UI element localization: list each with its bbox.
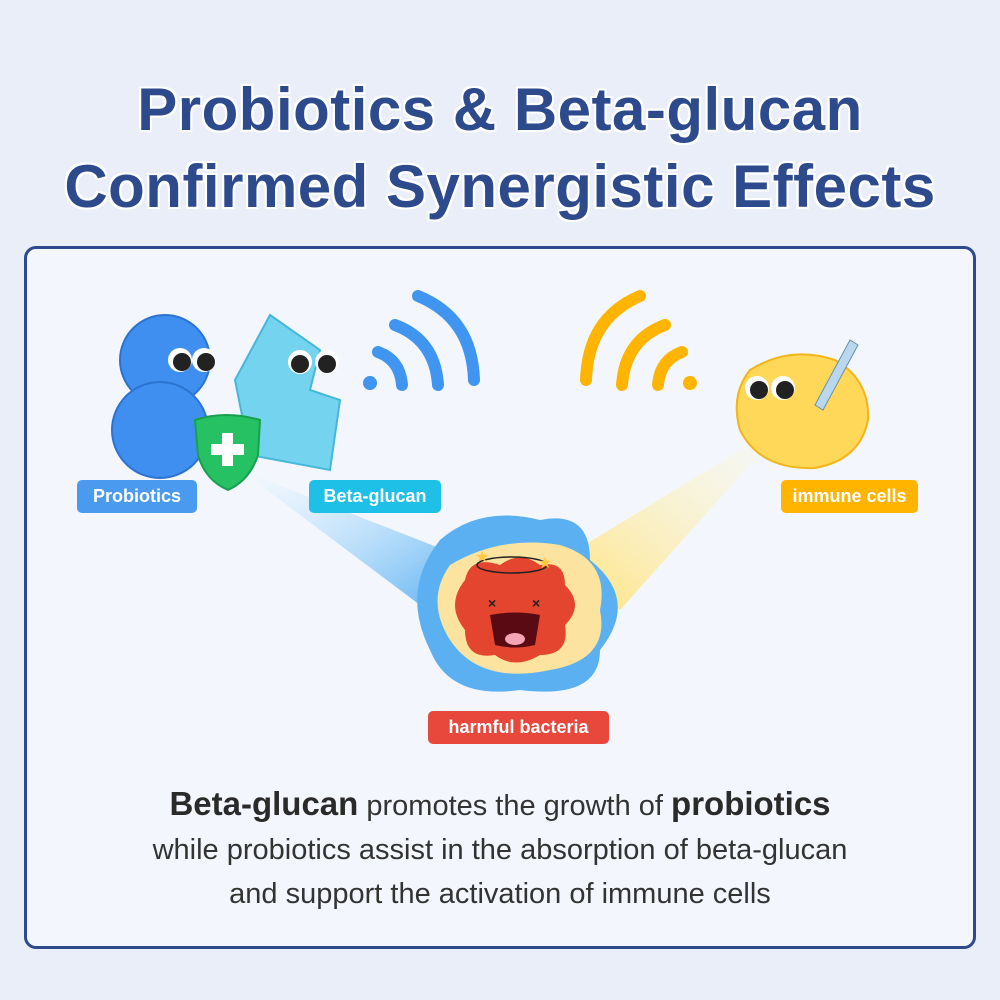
immune-cell-character bbox=[735, 339, 870, 470]
shield-icon bbox=[193, 414, 262, 492]
beta-glucan-label: Beta-glucan bbox=[309, 480, 441, 513]
signal-waves-yellow-icon bbox=[580, 290, 697, 391]
blue-beam bbox=[240, 470, 470, 620]
svg-text:★: ★ bbox=[538, 555, 552, 572]
description-line-3: and support the activation of immune cel… bbox=[229, 878, 771, 910]
title-line-1: Probiotics & Beta-glucan bbox=[137, 76, 863, 143]
description-line-2: while probiotics assist in the absorptio… bbox=[152, 834, 848, 866]
probiotics-character bbox=[111, 314, 216, 479]
signal-waves-blue-icon bbox=[363, 290, 480, 391]
description-text: promotes the growth of bbox=[358, 790, 672, 822]
sword-icon bbox=[814, 339, 859, 411]
bold-beta-glucan: Beta-glucan bbox=[169, 785, 359, 822]
svg-text:×: × bbox=[532, 595, 540, 611]
harmful-bacteria-character: × × ★ ★ bbox=[455, 549, 575, 663]
probiotics-label: Probiotics bbox=[77, 480, 197, 513]
bold-probiotics: probiotics bbox=[671, 785, 831, 822]
title-line-2: Confirmed Synergistic Effects bbox=[64, 153, 936, 220]
svg-text:×: × bbox=[488, 595, 496, 611]
description-line-1: Beta-glucan promotes the growth of probi… bbox=[0, 782, 1000, 828]
harmful-bacteria-label: harmful bacteria bbox=[428, 711, 609, 744]
beta-glucan-character bbox=[233, 313, 342, 472]
description: Beta-glucan promotes the growth of probi… bbox=[0, 782, 1000, 916]
svg-text:★: ★ bbox=[475, 549, 489, 566]
immune-cells-label: immune cells bbox=[781, 480, 918, 513]
yellow-beam bbox=[560, 420, 790, 610]
